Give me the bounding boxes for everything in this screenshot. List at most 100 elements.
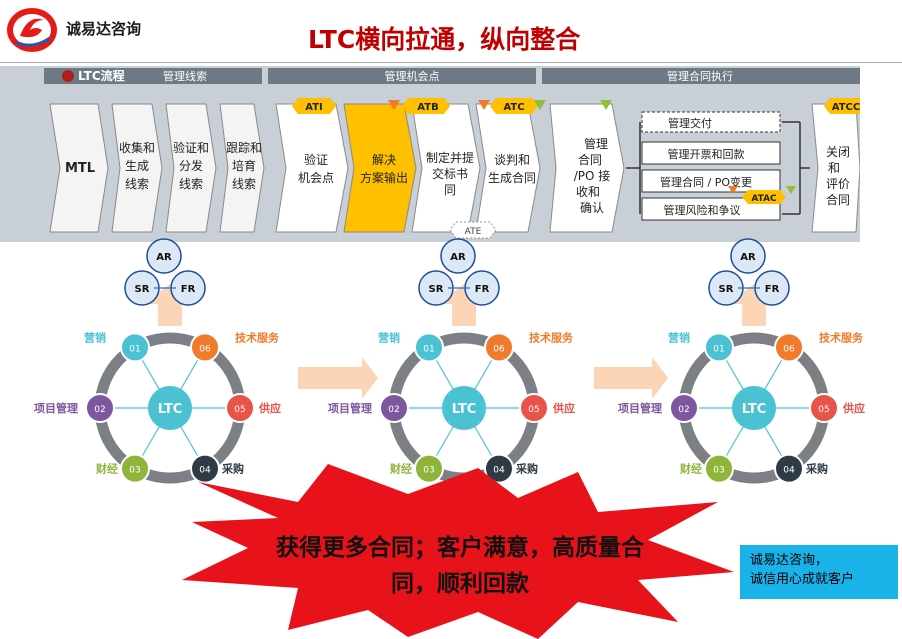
function-node-label: 供应 (552, 401, 575, 415)
step-solution-highlight (344, 104, 416, 232)
gate-atcc: ATCC (832, 102, 860, 113)
step-negotiate-2: 生成合同 (488, 170, 536, 185)
role-label-ar: AR (450, 252, 466, 263)
function-node-number: 06 (783, 344, 795, 354)
function-node-number: 05 (528, 405, 539, 415)
role-label-sr: SR (719, 284, 734, 295)
function-node-label: 采购 (805, 462, 828, 476)
function-node-number: 06 (493, 344, 505, 354)
role-label-fr: FR (765, 284, 780, 295)
step-collect-leads-1: 收集和 (119, 140, 155, 155)
flow-marker-icon (62, 70, 74, 82)
step-bid-2: 交标书 (432, 166, 468, 181)
step-contract-receive-2: 合同 (578, 152, 602, 167)
gate-atac: ATAC (751, 194, 777, 204)
function-node-label: 财经 (95, 462, 118, 476)
function-node-label: 供应 (258, 401, 281, 415)
function-node-number: 05 (234, 405, 245, 415)
function-node-number: 01 (713, 344, 724, 354)
gate-atb: ATB (417, 102, 438, 113)
function-node-label: 技术服务 (819, 330, 864, 344)
role-label-fr: FR (181, 284, 196, 295)
role-label-fr: FR (475, 284, 490, 295)
function-node-number: 06 (199, 344, 211, 354)
section-title-leads: 管理线索 (163, 69, 207, 83)
slogan-line-2: 诚信用心成就客户 (750, 570, 898, 589)
flow-label: LTC流程 (78, 68, 125, 83)
function-node-label: 项目管理 (34, 401, 78, 415)
slogan-line-1: 诚易达咨询， (750, 551, 898, 570)
step-contract-receive-3: /PO 接 (574, 168, 611, 183)
function-node-label: 营销 (84, 330, 106, 344)
function-node-number: 01 (423, 344, 434, 354)
step-solution-2: 方案输出 (360, 170, 408, 185)
company-logo (6, 6, 58, 54)
function-node-label: 项目管理 (328, 401, 372, 415)
step-collect-leads-2: 生成 (125, 159, 149, 173)
slogan-box: 诚易达咨询， 诚信用心成就客户 (740, 545, 898, 599)
function-node-number: 02 (94, 405, 105, 415)
step-bid-1: 制定并提 (426, 150, 474, 165)
section-title-opportunity: 管理机会点 (385, 69, 440, 83)
step-close-4: 合同 (826, 192, 850, 207)
title-divider (0, 62, 902, 63)
task-change: 管理合同 / PO变更 (660, 175, 752, 189)
gate-ati: ATI (305, 102, 323, 113)
step-mtl: MTL (65, 161, 95, 176)
function-node-label: 技术服务 (529, 330, 574, 344)
step-solution-1: 解决 (372, 153, 396, 167)
step-contract-receive-5: 确认 (580, 201, 604, 215)
section-title-contract: 管理合同执行 (667, 69, 733, 83)
function-node-number: 05 (818, 405, 829, 415)
flow-arrow-icon (298, 357, 378, 399)
step-contract-receive-1: 管理 (584, 136, 608, 151)
task-invoice: 管理开票和回款 (668, 147, 745, 161)
step-close-3: 评价 (826, 177, 850, 191)
gate-atc: ATC (503, 102, 524, 113)
step-verify-leads-2: 分发 (179, 158, 203, 173)
function-node-number: 02 (678, 405, 689, 415)
role-label-ar: AR (740, 252, 756, 263)
function-node-label: 技术服务 (235, 330, 280, 344)
task-delivery: 管理交付 (668, 116, 712, 130)
ltc-hub-label: LTC (742, 402, 767, 417)
role-label-sr: SR (135, 284, 150, 295)
step-collect-leads-3: 线索 (125, 177, 149, 191)
function-node-number: 02 (388, 405, 399, 415)
flow-arrow-icon (594, 357, 668, 399)
organization-wheels: AR SR FR 01 营销 06 技术服务 05 供应 04 采购 03 财经 02 项目管理 LTC AR S… (0, 230, 902, 500)
function-node-label: 供应 (842, 401, 865, 415)
function-node-number: 01 (129, 344, 140, 354)
step-verify-leads-1: 验证和 (173, 140, 209, 155)
ltc-hub-label: LTC (452, 402, 477, 417)
page-title: LTC横向拉通，纵向整合 (308, 20, 580, 56)
step-bid-3: 同 (444, 183, 456, 197)
step-close-2: 和 (828, 161, 840, 175)
step-contract-receive-4: 收和 (576, 185, 600, 199)
function-node-label: 营销 (378, 330, 400, 344)
brand-name: 诚易达咨询 (66, 18, 141, 39)
ltc-process-flow: LTC流程 管理线索 管理机会点 管理合同执行 MTL 收集和 生成 线索 验证… (0, 66, 860, 242)
outcome-line-2: 同，顺利回款 (250, 566, 670, 602)
step-verify-leads-3: 线索 (179, 177, 203, 191)
function-node-label: 营销 (668, 330, 690, 344)
role-label-sr: SR (429, 284, 444, 295)
step-nurture-leads-1: 跟踪和 (226, 141, 262, 155)
function-node-number: 04 (783, 466, 795, 476)
step-validate-opportunity-1: 验证 (304, 152, 328, 167)
ltc-hub-label: LTC (158, 402, 183, 417)
role-label-ar: AR (156, 252, 172, 263)
outcome-line-1: 获得更多合同；客户满意，高质量合 (250, 530, 670, 566)
step-close-1: 关闭 (826, 145, 850, 159)
step-negotiate-1: 谈判和 (494, 153, 530, 167)
function-node-number: 03 (129, 466, 140, 476)
step-validate-opportunity-2: 机会点 (298, 171, 334, 185)
function-node-label: 项目管理 (618, 401, 662, 415)
task-risk: 管理风险和争议 (664, 203, 741, 217)
outcome-text: 获得更多合同；客户满意，高质量合 同，顺利回款 (250, 530, 670, 602)
step-nurture-leads-2: 培育 (232, 158, 256, 173)
step-nurture-leads-3: 线索 (232, 177, 256, 191)
